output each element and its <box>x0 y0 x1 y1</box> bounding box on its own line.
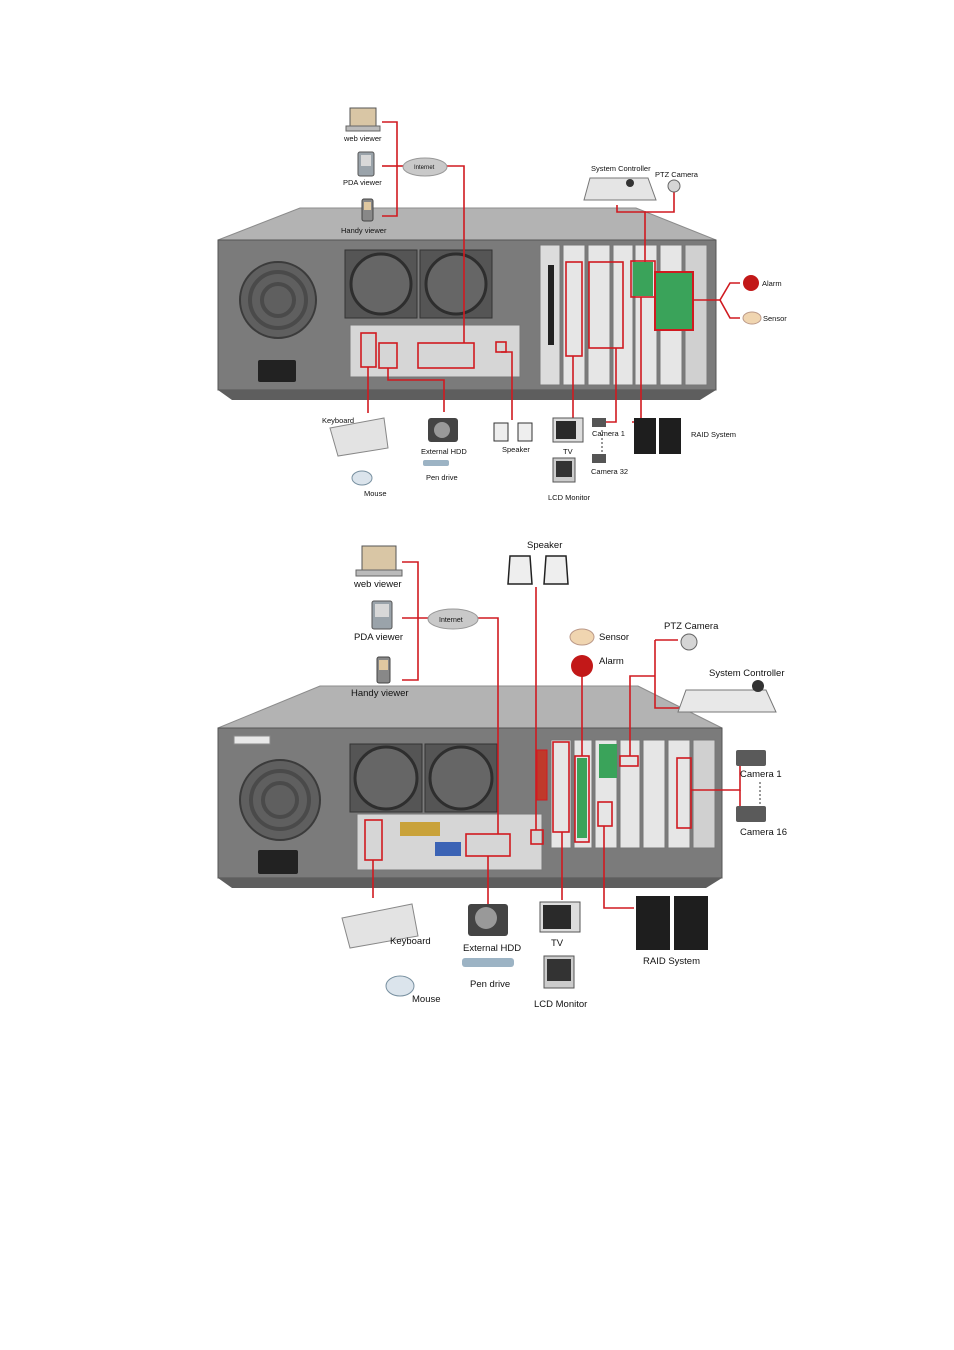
label-web-viewer-b: web viewer <box>353 579 402 590</box>
label-tv: TV <box>563 447 573 456</box>
tv-icon <box>552 417 584 443</box>
camera-last-icon-b <box>736 806 766 822</box>
label-lcd-monitor: LCD Monitor <box>548 493 591 502</box>
external-hdd-icon <box>428 418 458 442</box>
label-alarm-b: Alarm <box>599 656 624 667</box>
device-icons-bottom <box>341 545 777 997</box>
pen-drive-icon <box>423 460 449 466</box>
label-mouse: Mouse <box>364 489 387 498</box>
camera-1-icon <box>592 418 606 427</box>
speaker-icon <box>493 422 533 442</box>
port-highlights-top <box>360 260 656 369</box>
device-icons-top <box>329 107 762 486</box>
internet-cloud-icon <box>402 157 448 177</box>
label-camera-last: Camera 32 <box>591 467 628 476</box>
label-pen-drive: Pen drive <box>426 473 458 482</box>
mouse-icon-b <box>385 975 415 997</box>
label-sensor-b: Sensor <box>599 632 629 643</box>
lcd-monitor-icon-b <box>543 955 575 989</box>
label-speaker: Speaker <box>502 445 530 454</box>
label-pda-viewer: PDA viewer <box>343 178 382 187</box>
label-mouse-b: Mouse <box>412 994 441 1005</box>
label-raid-system-b: RAID System <box>643 956 700 967</box>
raid-system-icon-b <box>636 896 708 950</box>
label-pda-viewer-b: PDA viewer <box>354 632 403 643</box>
connection-lines-bottom <box>372 561 741 909</box>
handy-viewer-phone-icon <box>361 198 374 222</box>
label-speaker-b: Speaker <box>527 540 562 551</box>
web-viewer-laptop-icon <box>345 107 381 132</box>
label-sensor: Sensor <box>763 314 787 323</box>
label-web-viewer: web viewer <box>343 134 382 143</box>
label-raid-system: RAID System <box>691 430 736 439</box>
dvr-chassis-top <box>217 207 717 400</box>
handy-viewer-phone-icon-b <box>376 656 391 684</box>
label-handy-viewer: Handy viewer <box>341 226 387 235</box>
label-system-controller: System Controller <box>591 164 651 173</box>
labels-top: web viewer PDA viewer Handy viewer Inter… <box>322 134 787 502</box>
label-ptz-camera: PTZ Camera <box>655 170 699 179</box>
label-internet: Internet <box>414 165 435 171</box>
label-external-hdd-b: External HDD <box>463 943 521 954</box>
lcd-monitor-icon <box>552 457 576 483</box>
label-external-hdd: External HDD <box>421 447 467 456</box>
sensor-icon-b <box>569 628 595 646</box>
raid-system-icon <box>634 418 681 454</box>
diagram-top: web viewer PDA viewer Handy viewer Inter… <box>196 105 787 505</box>
web-viewer-laptop-icon-b <box>355 545 403 577</box>
sensor-icon <box>742 311 762 325</box>
keyboard-icon <box>329 417 389 457</box>
label-camera-1: Camera 1 <box>592 429 625 438</box>
diagram-bottom: web viewer PDA viewer Handy viewer Inter… <box>217 540 787 1010</box>
ptz-camera-icon-b <box>680 633 698 651</box>
label-ptz-camera-b: PTZ Camera <box>664 621 719 632</box>
mouse-icon <box>351 470 373 486</box>
internet-cloud-icon-b <box>427 608 479 630</box>
pen-drive-icon-b <box>462 958 514 967</box>
camera-1-icon-b <box>736 750 766 766</box>
label-internet-b: Internet <box>439 617 463 624</box>
tv-icon-b <box>539 901 581 933</box>
keyboard-icon-b <box>341 903 419 949</box>
speaker-icon-b <box>507 555 569 585</box>
camera-last-icon <box>592 454 606 463</box>
label-pen-drive-b: Pen drive <box>470 979 510 990</box>
system-controller-icon <box>583 177 657 201</box>
label-keyboard-b: Keyboard <box>390 936 431 947</box>
label-handy-viewer-b: Handy viewer <box>351 688 409 699</box>
pda-icon-b <box>371 600 393 630</box>
labels-bottom: web viewer PDA viewer Handy viewer Inter… <box>351 540 787 1010</box>
system-controller-icon-b <box>677 680 777 713</box>
ptz-camera-icon <box>667 179 681 193</box>
dvr-chassis-bottom <box>217 685 723 888</box>
alarm-icon-b <box>571 655 593 677</box>
label-camera-1-b: Camera 1 <box>740 769 782 780</box>
label-alarm: Alarm <box>762 279 782 288</box>
label-lcd-monitor-b: LCD Monitor <box>534 999 587 1010</box>
alarm-icon <box>743 275 759 291</box>
label-tv-b: TV <box>551 938 564 949</box>
label-camera-last-b: Camera 16 <box>740 827 787 838</box>
external-hdd-icon-b <box>468 904 508 936</box>
label-keyboard: Keyboard <box>322 416 354 425</box>
label-system-controller-b: System Controller <box>709 668 785 679</box>
pda-icon <box>357 151 375 177</box>
